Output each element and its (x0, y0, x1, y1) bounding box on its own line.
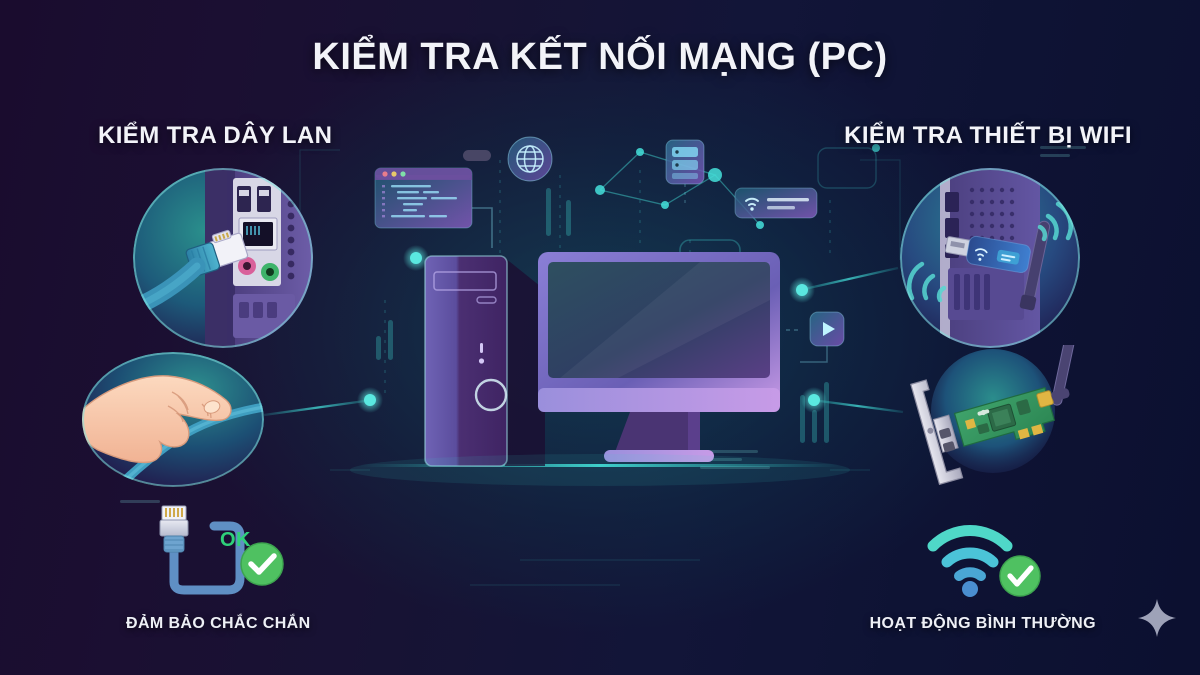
page-title: KIỂM TRA KẾT NỐI MẠNG (PC) (312, 36, 888, 78)
media-play-card (809, 311, 845, 347)
sparkle-star-icon (1138, 599, 1176, 637)
left-section-caption: ĐẢM BẢO CHẮC CHẮN (126, 615, 311, 632)
code-window-card (374, 167, 473, 229)
left-section-heading: KIỂM TRA DÂY LAN (98, 122, 333, 149)
wifi-result-icon-group (925, 518, 1050, 598)
desktop-pc-illustration (424, 252, 780, 467)
ethernet-cable-icon (159, 505, 189, 553)
check-circle-icon (240, 542, 284, 586)
lan-result-icon-group (150, 500, 300, 595)
wifi-notification-card (734, 187, 818, 219)
hand-holding-cable-illustration (82, 352, 264, 487)
right-section-heading: KIỂM TRA THIẾT BỊ WIFI (844, 122, 1132, 149)
right-section-caption: HOẠT ĐỘNG BÌNH THƯỜNG (869, 615, 1096, 632)
lan-cable-port-illustration (133, 168, 313, 348)
pill-decor (463, 150, 491, 161)
usb-wifi-adapter-illustration (900, 168, 1080, 348)
ok-badge-text: OK (220, 529, 251, 551)
wifi-signal-icon (927, 525, 1013, 581)
pcie-wifi-card-illustration (905, 345, 1081, 485)
server-rack-card (665, 139, 705, 185)
globe-icon-card (507, 136, 553, 182)
check-circle-icon (999, 555, 1041, 597)
